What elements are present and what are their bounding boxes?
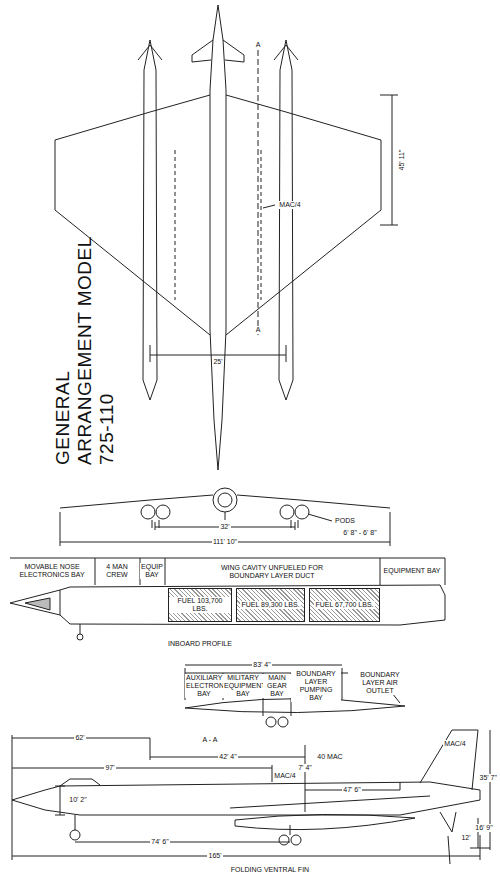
tank-label: FUEL 67,700 LBS.	[314, 601, 374, 609]
bay-label: BOUNDARY LAYER PUMPING BAY	[291, 670, 341, 702]
callout: FOLDING VENTRAL FIN	[230, 866, 310, 874]
bay-label: MOVABLE NOSE ELECTRONICS BAY	[11, 563, 93, 579]
view-title: A - A	[202, 736, 219, 744]
bay-label: 4 MAN CREW	[96, 563, 138, 579]
section-mark: A	[255, 326, 262, 334]
dimension: 7' 4"	[297, 764, 313, 772]
dimension: 45' 11"	[398, 149, 406, 172]
bay-label: AUXILIARY ELECTRONICS BAY	[185, 674, 223, 698]
callout: PODS	[334, 517, 356, 525]
view-title: INBOARD PROFILE	[167, 640, 233, 648]
dimension: 74' 6"	[150, 838, 169, 846]
bay-label: EQUIP BAY	[140, 563, 164, 579]
drawing-title: GENERAL ARRANGEMENT MODEL 725-110	[52, 225, 118, 465]
dimension: 97'	[104, 764, 115, 772]
section-mark: A	[255, 41, 262, 49]
reference-note: MAC/4	[443, 740, 466, 748]
fuel-tank: FUEL 67,700 LBS.	[309, 588, 380, 622]
tank-label: FUEL 103,700 LBS.	[169, 597, 231, 613]
dimension: 6' 8" - 6' 8"	[342, 529, 377, 537]
dimension: 83' 4"	[252, 661, 271, 669]
dimension: 111' 10"	[212, 538, 238, 546]
bay-label: EQUIPMENT BAY	[382, 567, 442, 575]
bay-label: MAIN GEAR BAY	[263, 674, 291, 698]
dimension: 165'	[207, 852, 222, 860]
dimension: 10' 2"	[68, 796, 87, 804]
dimension: 12'	[460, 834, 471, 842]
dimension: 42' 4"	[218, 753, 237, 761]
dimension: 32'	[219, 523, 230, 531]
fuel-tank: FUEL 89,300 LBS.	[236, 588, 305, 622]
callout: BOUNDARY LAYER AIR OUTLET	[348, 671, 412, 695]
reference-note: MAC/4	[278, 201, 301, 209]
dimension: 62'	[74, 734, 85, 742]
reference-note: MAC/4	[273, 772, 296, 780]
dimension: 25'	[212, 358, 223, 366]
tank-label: FUEL 89,300 LBS.	[240, 601, 300, 609]
dimension: 16' 9"	[474, 824, 493, 832]
fuel-tank: FUEL 103,700 LBS.	[168, 588, 232, 622]
reference-note: 40 MAC	[316, 753, 343, 761]
bay-label: WING CAVITY UNFUELED FOR BOUNDARY LAYER …	[216, 564, 328, 580]
bay-label: MILITARY EQUIPMENT BAY	[223, 674, 263, 698]
dimension: 47' 6"	[342, 786, 361, 794]
dimension: 35' 7"	[479, 774, 498, 782]
